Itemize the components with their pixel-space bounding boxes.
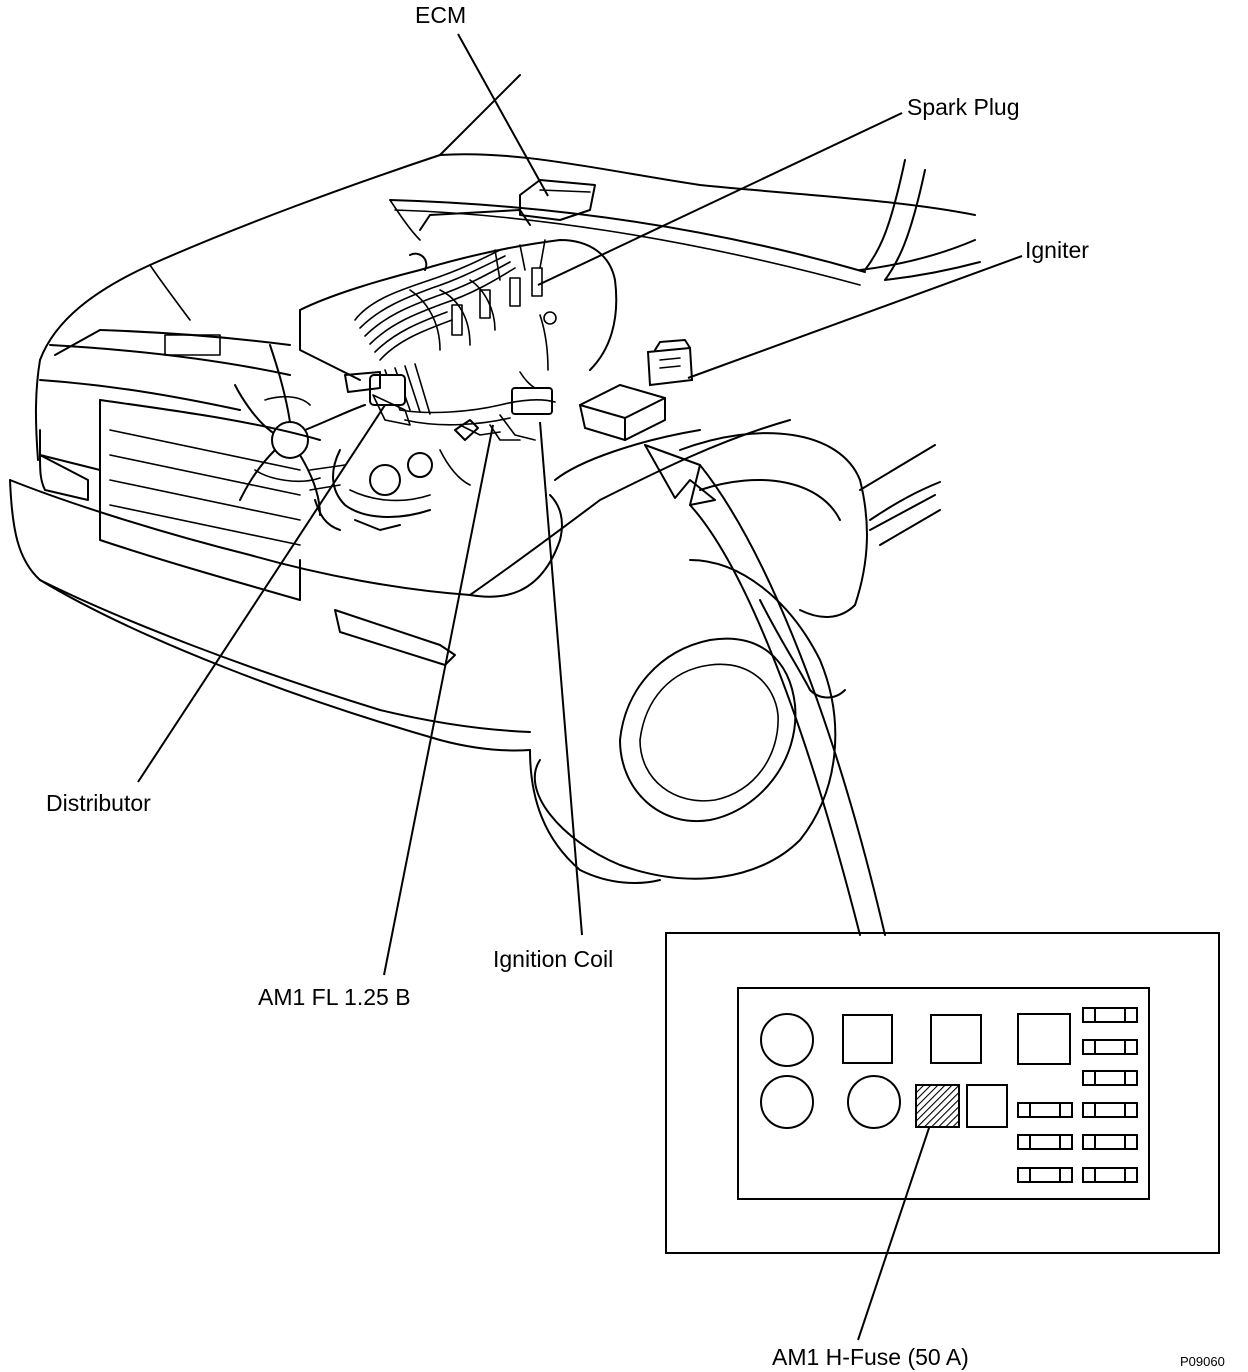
ignition-coil-label: Ignition Coil (493, 946, 613, 972)
fuse-square (966, 1084, 1008, 1128)
ignition-coil-icon (499, 311, 557, 441)
relay-circle (847, 1075, 901, 1129)
am1-h-fuse-hatched (915, 1084, 960, 1128)
distributor-icon (344, 371, 411, 426)
radiator-fan-icon (234, 344, 366, 516)
relay-block-icon (578, 383, 666, 442)
igniter-label: Igniter (1025, 237, 1089, 263)
figure-code: P09060 (1180, 1354, 1225, 1369)
location-arrow (644, 444, 886, 936)
distributor-label: Distributor (46, 790, 151, 816)
am1-fl-label: AM1 FL 1.25 B (258, 984, 411, 1010)
fuse-box-inset (665, 932, 1220, 1254)
relay-square (1017, 1013, 1071, 1065)
blade-fuses (1017, 1007, 1138, 1183)
leader-lines (137, 33, 1023, 1341)
relay-circle (760, 1013, 814, 1067)
ecm-label: ECM (415, 2, 466, 28)
relay-circle (760, 1075, 814, 1129)
relay-square (930, 1014, 982, 1064)
spark-plug-label: Spark Plug (907, 94, 1020, 120)
engine-bay-illustration (164, 179, 618, 531)
am1-h-fuse-label: AM1 H-Fuse (50 A) (772, 1344, 969, 1370)
vehicle-illustration (9, 74, 981, 884)
igniter-icon (646, 339, 694, 387)
relay-square (842, 1014, 893, 1064)
